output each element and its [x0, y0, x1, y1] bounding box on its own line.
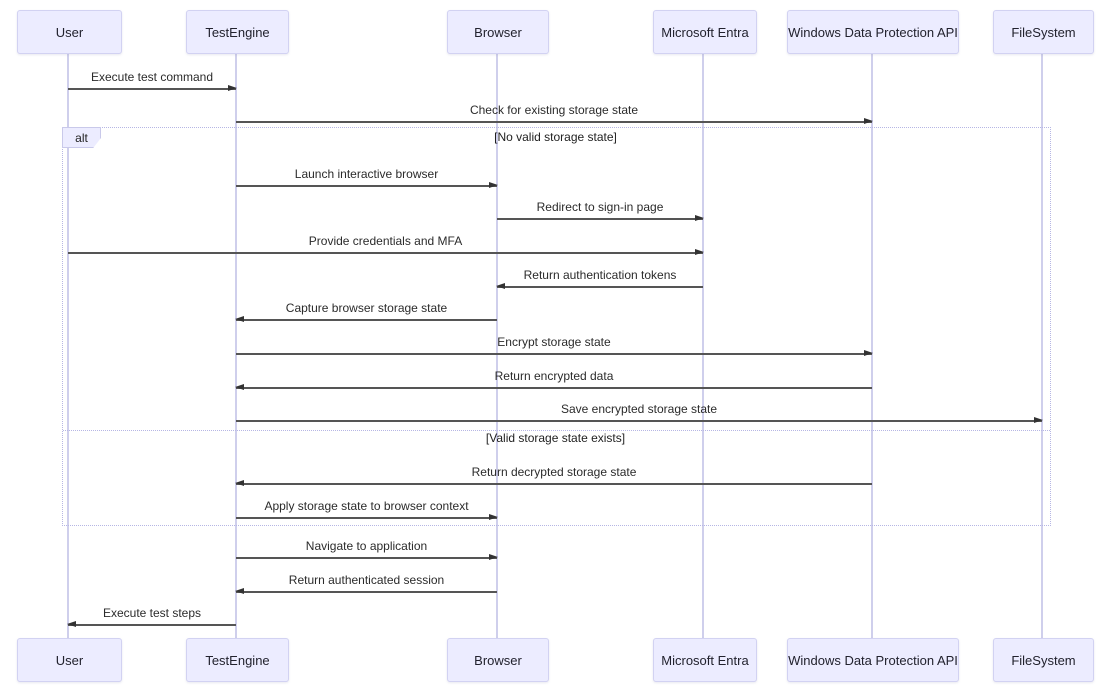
- message-line: [236, 557, 497, 559]
- actor-label: FileSystem: [1011, 652, 1076, 668]
- message-label: Capture browser storage state: [285, 301, 448, 315]
- message-label: Launch interactive browser: [294, 167, 439, 181]
- message-label: Encrypt storage state: [497, 335, 611, 349]
- lifeline-wdpapi: [871, 54, 873, 638]
- actor-label: Browser: [474, 652, 522, 668]
- actor-bottom-user: User: [17, 638, 122, 682]
- actor-label: Windows Data Protection API: [788, 652, 958, 668]
- actor-top-filesystem: FileSystem: [993, 10, 1094, 54]
- message-line: [236, 420, 1042, 422]
- actor-label: Browser: [474, 24, 522, 40]
- actor-top-browser: Browser: [447, 10, 549, 54]
- lifeline-testengine: [235, 54, 237, 638]
- message-label: Return encrypted data: [494, 369, 614, 383]
- arrowhead-left-icon: [235, 384, 244, 391]
- actor-label: FileSystem: [1011, 24, 1076, 40]
- arrowhead-left-icon: [496, 283, 505, 290]
- arrowhead-right-icon: [1034, 417, 1043, 424]
- message-label: Return authentication tokens: [523, 268, 677, 282]
- actor-label: Microsoft Entra: [661, 24, 749, 40]
- arrowhead-right-icon: [695, 215, 704, 222]
- arrowhead-left-icon: [235, 480, 244, 487]
- message-line: [68, 88, 236, 90]
- actor-label: TestEngine: [205, 24, 270, 40]
- message-line: [236, 517, 497, 519]
- actor-label: User: [55, 24, 84, 40]
- message-line: [68, 624, 236, 626]
- message-line: [236, 185, 497, 187]
- arrowhead-right-icon: [489, 182, 498, 189]
- alt-branch2-condition: [Valid storage state exists]: [485, 431, 626, 445]
- message-line: [236, 353, 872, 355]
- actor-bottom-testengine: TestEngine: [186, 638, 289, 682]
- message-label: Check for existing storage state: [469, 103, 639, 117]
- arrowhead-right-icon: [489, 554, 498, 561]
- actor-bottom-filesystem: FileSystem: [993, 638, 1094, 682]
- arrowhead-left-icon: [67, 621, 76, 628]
- arrowhead-left-icon: [235, 588, 244, 595]
- arrowhead-left-icon: [235, 316, 244, 323]
- actor-label: Windows Data Protection API: [788, 24, 958, 40]
- arrowhead-right-icon: [489, 514, 498, 521]
- message-line: [236, 483, 872, 485]
- alt-operator-tag: alt: [62, 127, 101, 148]
- message-line: [236, 121, 872, 123]
- message-line: [497, 286, 703, 288]
- alt-branch-divider: [63, 430, 1050, 431]
- message-label: Return decrypted storage state: [471, 465, 637, 479]
- actor-label: TestEngine: [205, 652, 270, 668]
- message-line: [236, 591, 497, 593]
- message-line: [236, 319, 497, 321]
- message-label: Execute test command: [90, 70, 214, 84]
- actor-top-wdpapi: Windows Data Protection API: [787, 10, 959, 54]
- message-line: [497, 218, 703, 220]
- arrowhead-right-icon: [695, 249, 704, 256]
- alt-frame: alt: [62, 127, 1051, 526]
- lifeline-filesystem: [1041, 54, 1043, 638]
- message-label: Execute test steps: [102, 606, 202, 620]
- message-label: Apply storage state to browser context: [264, 499, 469, 513]
- arrowhead-right-icon: [864, 118, 873, 125]
- message-label: Return authenticated session: [288, 573, 445, 587]
- actor-bottom-wdpapi: Windows Data Protection API: [787, 638, 959, 682]
- alt-branch1-condition: [No valid storage state]: [494, 130, 617, 144]
- arrowhead-right-icon: [864, 350, 873, 357]
- actor-top-microsoft-entra: Microsoft Entra: [653, 10, 757, 54]
- message-line: [68, 252, 703, 254]
- message-label: Navigate to application: [305, 539, 428, 553]
- lifeline-browser: [496, 54, 498, 638]
- actor-bottom-microsoft-entra: Microsoft Entra: [653, 638, 757, 682]
- message-label: Redirect to sign-in page: [536, 200, 664, 214]
- actor-top-testengine: TestEngine: [186, 10, 289, 54]
- actor-label: Microsoft Entra: [661, 652, 749, 668]
- actor-bottom-browser: Browser: [447, 638, 549, 682]
- actor-label: User: [55, 652, 84, 668]
- lifeline-microsoft-entra: [702, 54, 704, 638]
- arrowhead-right-icon: [228, 85, 237, 92]
- message-line: [236, 387, 872, 389]
- actor-top-user: User: [17, 10, 122, 54]
- message-label: Save encrypted storage state: [560, 402, 718, 416]
- message-label: Provide credentials and MFA: [308, 234, 463, 248]
- lifeline-user: [67, 54, 69, 638]
